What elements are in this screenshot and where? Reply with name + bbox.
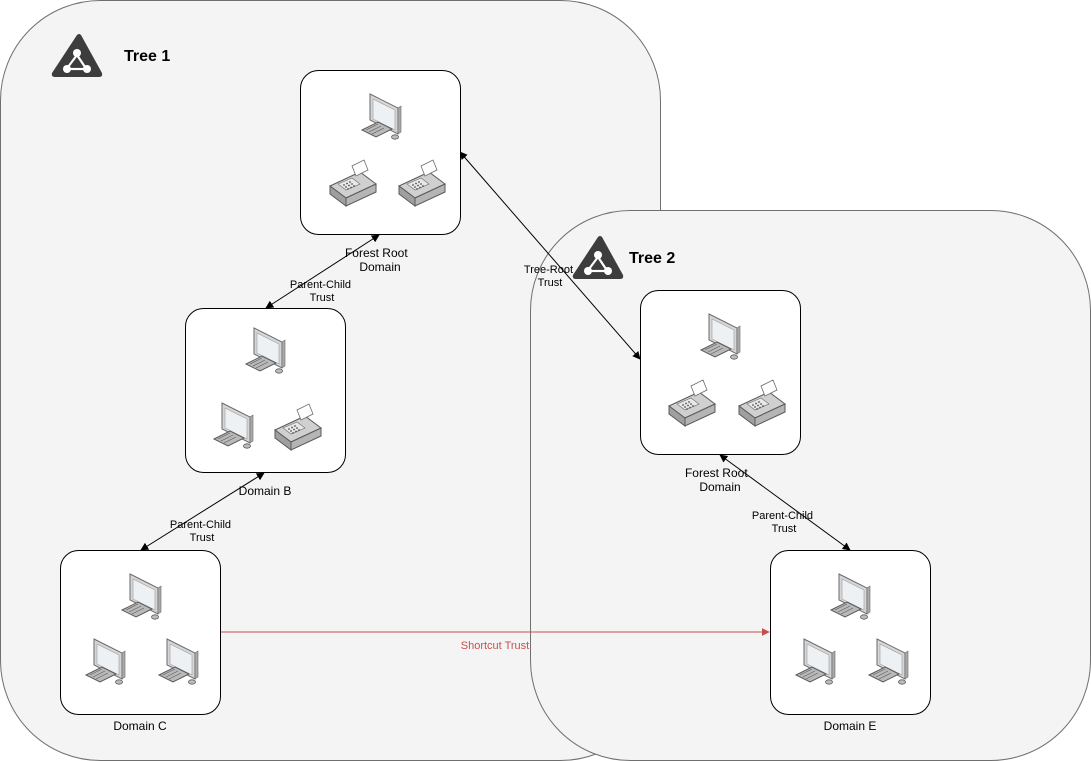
tree-1-title: Tree 1 — [124, 48, 170, 65]
domain-label-e: Domain E — [824, 719, 877, 733]
parent-child-trust-arrow-1 — [265, 234, 380, 309]
domain-label-b: Domain B — [239, 484, 292, 498]
domain-b[interactable] — [185, 308, 346, 473]
trust-label-parent-child-1: Parent-Child Trust — [290, 279, 354, 304]
tree-2-title: Tree 2 — [629, 250, 675, 267]
parent-child-trust-arrow-2 — [140, 472, 265, 551]
trust-label-parent-child-2: Parent-Child Trust — [170, 519, 234, 544]
domain-forest-root-2[interactable] — [640, 290, 801, 455]
parent-child-trust-arrow-3 — [719, 454, 851, 551]
tree-root-trust-arrow — [459, 151, 641, 360]
domain-label-forest-root-1: Forest Root Domain — [345, 246, 411, 274]
trust-label-parent-child-3: Parent-Child Trust — [752, 510, 816, 535]
domain-forest-root-1[interactable] — [300, 70, 461, 235]
domain-c[interactable] — [60, 550, 221, 715]
trust-label-shortcut: Shortcut Trust — [461, 640, 529, 652]
trust-label-tree-root: Tree-Root Trust — [524, 264, 576, 289]
domain-label-c: Domain C — [113, 719, 167, 733]
domain-e[interactable] — [770, 550, 931, 715]
domain-label-forest-root-2: Forest Root Domain — [685, 466, 751, 494]
